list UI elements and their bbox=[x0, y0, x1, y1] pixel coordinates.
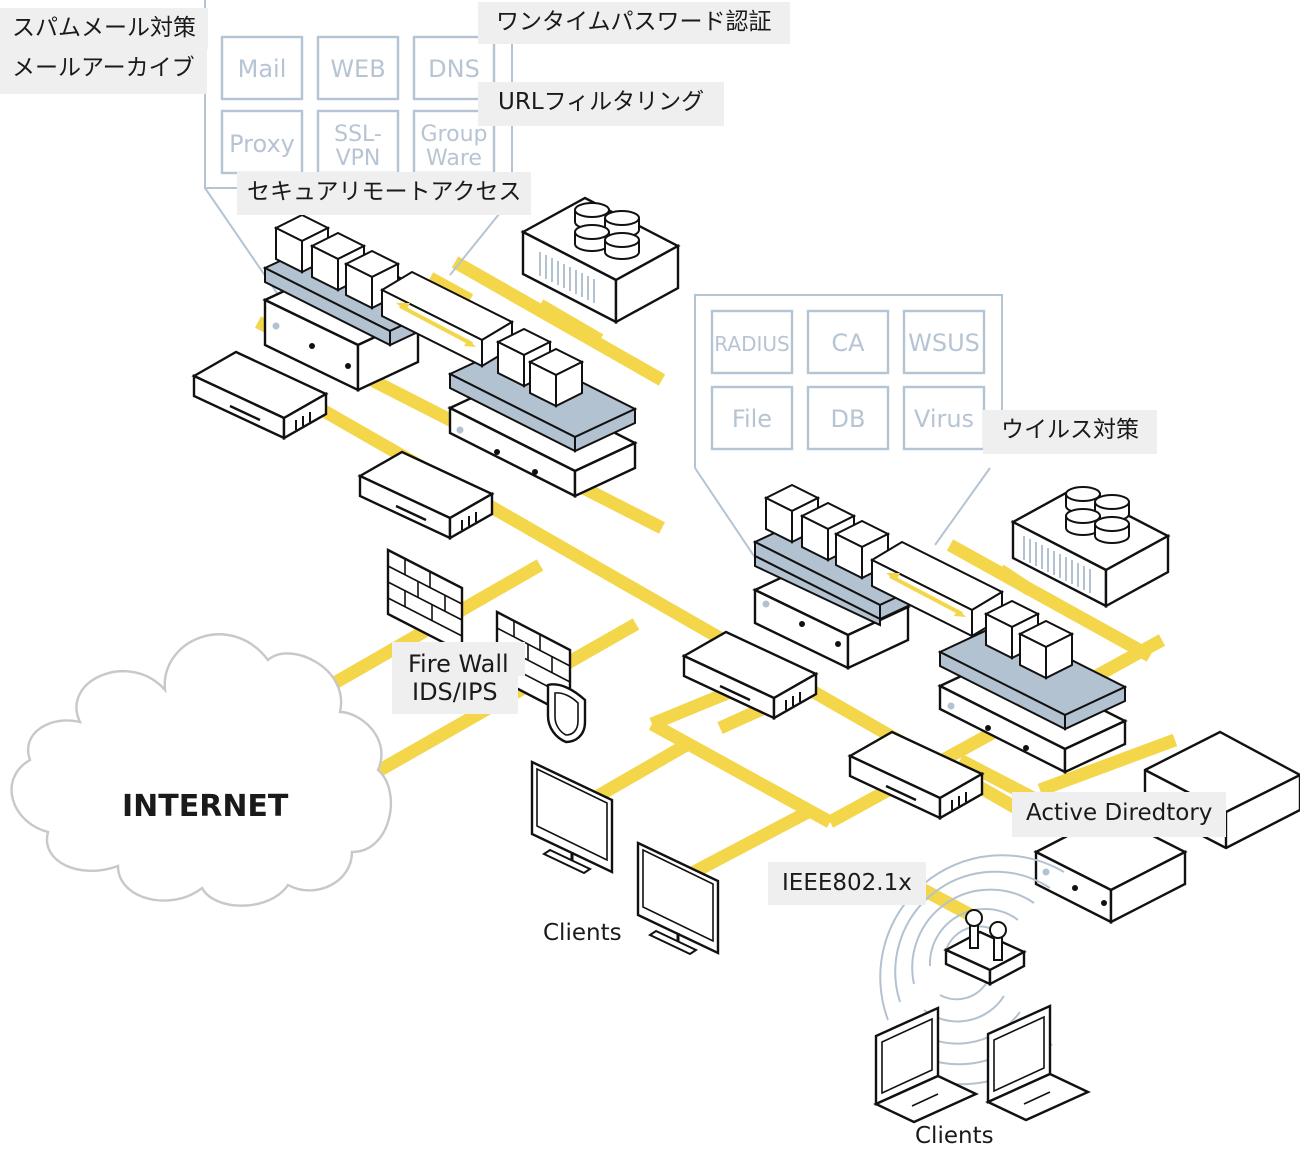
client-laptop-2 bbox=[986, 1004, 1090, 1122]
service-panel-top: Mail WEB DNS Proxy SSL- VPN Group Ware bbox=[204, 0, 521, 313]
server-cluster-right bbox=[752, 484, 1128, 774]
label-spam: スパムメール対策 bbox=[0, 8, 208, 49]
label-firewall: Fire Wall bbox=[392, 642, 525, 676]
svc-wsus: WSUS bbox=[908, 329, 980, 357]
internet-cloud bbox=[10, 633, 393, 907]
router-2 bbox=[358, 450, 494, 540]
label-otp: ワンタイムパスワード認証 bbox=[478, 2, 790, 44]
label-archive: メールアーカイブ bbox=[0, 48, 207, 94]
label-antivirus: ウイルス対策 bbox=[983, 410, 1157, 454]
client-monitor-1 bbox=[530, 760, 614, 875]
label-internet: INTERNET bbox=[122, 789, 289, 824]
svc-web: WEB bbox=[330, 55, 385, 83]
svc-ssl: SSL- bbox=[334, 122, 382, 147]
label-ieee: IEEE802.1x bbox=[768, 862, 926, 905]
label-activedir: Active Diredtory bbox=[1012, 792, 1227, 837]
label-clients-right: Clients bbox=[915, 1123, 994, 1149]
svc-dns: DNS bbox=[428, 55, 480, 83]
svc-radius: RADIUS bbox=[714, 332, 789, 356]
svc-mail: Mail bbox=[238, 55, 287, 83]
svc-virus: Virus bbox=[914, 405, 974, 433]
storage-right bbox=[1010, 486, 1171, 609]
svc-db: DB bbox=[831, 405, 866, 433]
label-remote: セキュアリモートアクセス bbox=[237, 172, 532, 215]
label-idsips: IDS/IPS bbox=[392, 676, 518, 714]
label-urlfilter: URLフィルタリング bbox=[478, 82, 725, 126]
storage-top bbox=[520, 196, 681, 325]
server-cluster-top bbox=[262, 214, 638, 498]
svc-ca: CA bbox=[831, 329, 865, 357]
svc-file: File bbox=[732, 405, 772, 433]
svc-ware: Ware bbox=[426, 146, 482, 171]
label-clients-left: Clients bbox=[543, 920, 622, 946]
svc-proxy: Proxy bbox=[229, 130, 295, 158]
wireless-access-point bbox=[879, 854, 1065, 1086]
service-panel-right: RADIUS CA WSUS File DB Virus bbox=[694, 294, 1003, 566]
ad-server-bottom bbox=[1033, 812, 1188, 924]
svc-group: Group bbox=[421, 122, 488, 147]
svc-vpn: VPN bbox=[336, 146, 381, 171]
